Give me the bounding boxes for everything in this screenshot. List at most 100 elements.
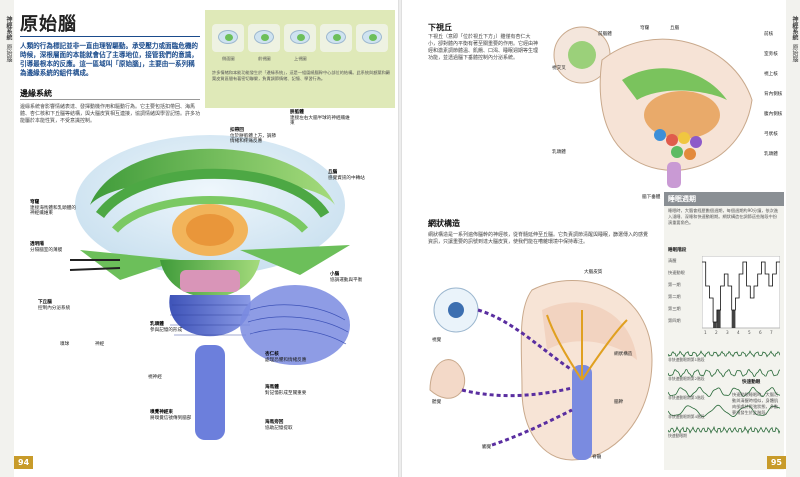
label-olfactory: 嗅覺神經束將嗅覺信號傳到腦部: [150, 410, 192, 421]
thumb-lateral: [212, 24, 244, 52]
label-corpus-callosum: 胼胝體連接左右大腦半球的神經纖維束: [290, 110, 350, 126]
x-label-2: 2: [715, 330, 718, 335]
right-page: 下視丘 下視丘（意即「位於視丘下方」）雖僅有杏仁大小，卻對體內平衡有著至關重要的…: [402, 0, 800, 477]
eye-pupil: [448, 302, 464, 318]
left-section-title: 神經系統: [5, 16, 12, 40]
sleep-row-label-5: 第三期: [668, 306, 681, 311]
limbic-body: 邊緣系統會影響情緒表達、發揮動機作用和驅動行為。它主要包括扣帶回、海馬體、杏仁核…: [20, 104, 201, 124]
label-anterior: 前腦體: [598, 32, 612, 37]
label-parahippocampal: 海馬旁回協助記憶提取: [265, 420, 293, 431]
x-label-6: 6: [759, 330, 762, 335]
sleep-row-label-1: 清醒: [668, 258, 677, 263]
sleep-row-label-6: 第四期: [668, 318, 681, 323]
label-hippocampus: 海馬體對記憶形成至關重要: [265, 385, 307, 396]
x-label-3: 3: [726, 330, 729, 335]
left-section-subtitle: 原始腦: [5, 44, 12, 62]
brainstem-column: [572, 365, 592, 460]
pituitary-stalk: [667, 162, 681, 188]
hypothalamus-diagram: [553, 26, 753, 188]
sleep-steps: [702, 261, 780, 328]
label-spinal: 脊髓: [592, 455, 602, 460]
nucleus-label-5: 腹內側核: [764, 112, 783, 117]
sleep-box: [664, 192, 784, 470]
reticular-heading: 網狀構造: [428, 219, 460, 228]
reticular-pathways: [546, 310, 628, 381]
eeg-lines: [668, 350, 780, 435]
label-septum: 透明隔分隔腦室的薄膜: [30, 242, 63, 253]
thumb-label-3: 上視圖: [294, 56, 307, 61]
sleep-row-label-3: 第一期: [668, 282, 681, 287]
intro-text: 人類的行為標記並非一直由理智驅動。承受壓力或面臨危機的時候，深根層面的本能就會佔…: [20, 42, 199, 77]
thumb-extra: [320, 24, 352, 52]
label-cingulate: 扣帶回位於胼胝體上方，調節情緒和疼痛反應: [230, 128, 276, 144]
deep-sleep-block: [731, 310, 736, 328]
sleep-box-body: 睡眠時，大腦會經歷數個週期，每個週期約90分鐘，依次進入淺睡、深睡和快速動眼期。…: [668, 208, 779, 225]
label-fornix: 穹窿連接海馬體和乳頭體的神經纖維束: [30, 200, 76, 216]
dream-heading: 快速動眼: [742, 380, 761, 385]
sleep-stage-line: [702, 261, 780, 323]
sleep-chart-title: 睡眠階段: [668, 248, 687, 253]
label-cerebellum: 小腦協調運動與平衡: [330, 272, 363, 283]
deep-sleep-block: [713, 322, 717, 328]
limbic-illustration: [69, 135, 350, 440]
label-mammillary-r: 乳頭體: [552, 150, 566, 155]
olfactory-tract: [80, 250, 180, 280]
eeg-label-5: 快速動眼期: [668, 433, 687, 438]
label-optic-chiasm: 視交叉: [552, 66, 566, 71]
x-label-4: 4: [737, 330, 740, 335]
left-page: 神經系統 原始腦 原始腦 人類的行為標記並非一直由理智驅動。承受壓力或面臨危機的…: [0, 0, 398, 477]
right-section-subtitle: 原始腦: [791, 44, 798, 62]
label-visual: 視覺: [432, 338, 442, 343]
label-pituitary: 腦下垂體: [642, 195, 661, 200]
label-thalamus-r: 丘腦: [670, 26, 680, 31]
reticular-body: 網狀構造是一系列遍佈腦幹的神經核，從脊髓延伸至丘腦。它負責調節清醒與睡眠，篩選傳…: [428, 232, 649, 245]
nucleus-label-3: 視上核: [764, 72, 778, 77]
sleep-row-label-4: 第二期: [668, 294, 681, 299]
label-thalamus: 丘腦感覺資訊的中轉站: [328, 170, 365, 181]
title-rule: [20, 36, 200, 37]
sensory-input-lines: [461, 308, 573, 447]
eeg-trace: [668, 350, 780, 358]
eeg-label-3: 非快速動眼期第3階段: [668, 395, 705, 400]
thumb-front: [248, 24, 280, 52]
label-amygdala: 杏仁核處理恐懼和情緒反應: [265, 352, 307, 363]
hypothalamus-heading: 下視丘: [428, 23, 452, 32]
optic-nerve-right: [69, 267, 121, 271]
nucleus-label-4: 背內側核: [764, 92, 783, 97]
x-label-1: 1: [704, 330, 707, 335]
eeg-label-4: 非快速動眼期第4階段: [668, 414, 705, 419]
chart-frame: [702, 256, 780, 329]
thumb-caption: 許多情緒和本能功能發生於「邊緣系統」，這是一組圍繞腦幹中心部位的結構。此系統與額…: [212, 70, 390, 81]
limbic-rule: [20, 99, 200, 100]
ear-icon: [429, 359, 466, 399]
x-label-5: 5: [748, 330, 751, 335]
thumb-extra2: [356, 24, 388, 52]
thumb-label-2: 前視圖: [258, 56, 271, 61]
label-cortex: 大腦皮質: [584, 270, 603, 275]
hippocampus-tail: [240, 245, 350, 275]
right-section-tab: 神經系統 原始腦: [786, 0, 800, 477]
left-section-tab: 神經系統 原始腦: [0, 0, 14, 477]
label-reticular: 網狀構造: [614, 352, 633, 357]
right-page-number: 95: [766, 456, 786, 469]
eeg-trace: [668, 386, 780, 398]
x-label-7: 7: [770, 330, 773, 335]
fornix-section: [622, 68, 727, 100]
nucleus-label-1: 前核: [764, 32, 774, 37]
thalamus-core: [186, 214, 234, 246]
pons-shape: [180, 270, 240, 292]
label-olfactory-bulb: 嗅球: [60, 342, 70, 347]
eeg-trace: [668, 368, 780, 378]
eeg-traces: [668, 350, 780, 435]
label-optic: 視神經: [148, 375, 162, 380]
label-fornix-r: 穹窿: [640, 26, 650, 31]
nucleus-label-6: 弓狀核: [764, 132, 778, 137]
cerebellum: [240, 285, 350, 365]
inner-arc: [111, 196, 309, 233]
thumb-top: [284, 24, 316, 52]
label-mammillary: 乳頭體參與記憶的形成: [150, 322, 183, 333]
label-brainstem-r: 腦幹: [614, 400, 624, 405]
eeg-label-2: 非快速動眼期第2階段: [668, 376, 705, 381]
eeg-trace: [668, 404, 780, 418]
